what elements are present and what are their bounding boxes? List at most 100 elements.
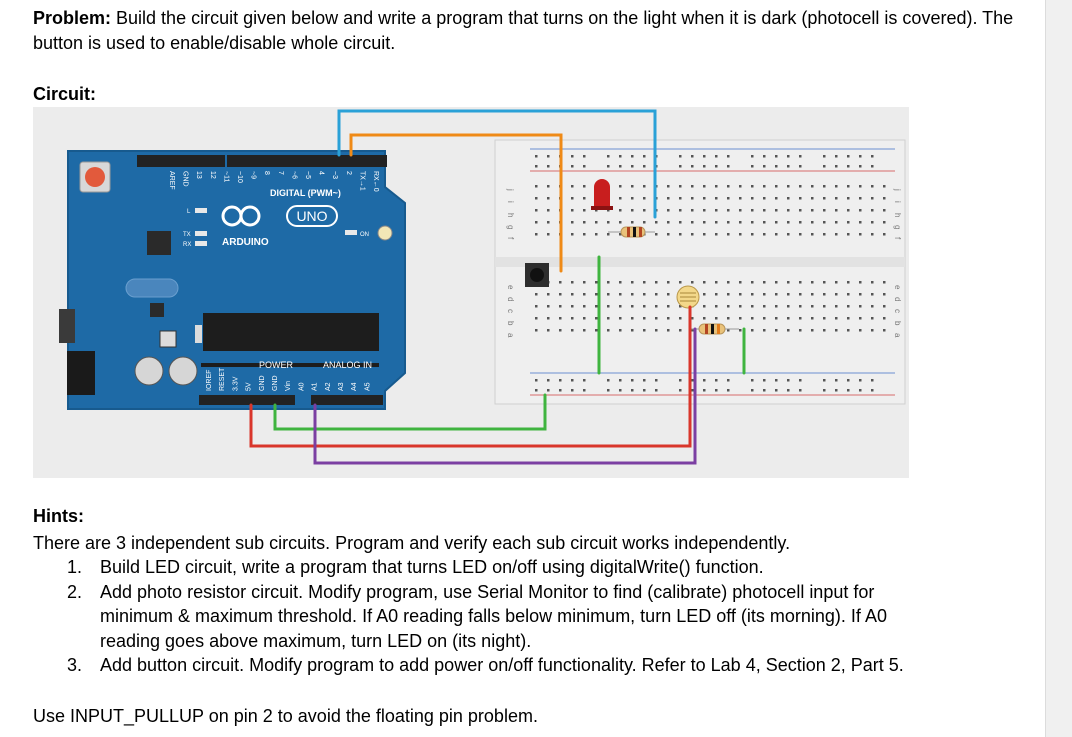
list-item: 2. Add photo resistor circuit. Modify pr… [33,580,923,654]
problem-statement: Problem: Build the circuit given below a… [33,6,1023,56]
problem-text: Build the circuit given below and write … [33,8,1014,53]
pin-label: AREF [168,171,175,190]
arduino-logo-icon [221,205,261,227]
capacitor-2 [168,356,198,386]
on-label: ON [360,232,369,238]
row-letter: c [506,309,515,313]
pin-label: ~3 [331,171,338,179]
pin-label: ~9 [250,171,257,179]
microcontroller-chip [203,313,379,351]
pin-label: 12 [209,171,216,179]
crystal-oscillator [125,278,179,298]
hint-text: Add photo resistor circuit. Modify progr… [100,581,887,651]
hint-number: 1. [67,557,83,577]
circuit-heading: Circuit: [33,84,96,104]
hint-list: 1. Build LED circuit, write a program th… [33,555,923,678]
pin-label: A1 [312,382,319,391]
row-letter: a [506,333,515,338]
row-letter: d [893,297,902,301]
pin-label: ~5 [304,171,311,179]
row-letter: h [893,213,902,217]
pin-label: 4 [318,171,325,175]
row-letter: b [506,321,515,326]
pin-label: 3.3V [232,376,239,391]
circuit-diagram: DIGITAL (PWM~) UNO ARDUINO ON L TX RX PO… [59,109,906,465]
pin-label: 2 [345,171,352,175]
problem-label: Problem: [33,8,112,28]
pin-label: 7 [277,171,284,175]
pin-label: RX←0 [372,171,379,192]
wire-red-5v [249,305,692,448]
pin-label: GND [272,375,279,391]
circuit-figure: DIGITAL (PWM~) UNO ARDUINO ON L TX RX PO… [33,107,909,478]
hints-heading: Hints: [33,506,84,526]
pin-label: ~6 [290,171,297,179]
brand-label: ARDUINO [222,237,269,248]
row-letter: f [506,237,515,240]
capacitor-1 [134,356,164,386]
wires [249,109,746,465]
row-letter: e [506,285,515,290]
model-label: UNO [296,208,327,224]
pin-label: A2 [325,382,332,391]
row-letter: i [893,201,902,203]
photoresistor [676,285,700,309]
bottom-header-power [199,395,295,405]
row-letter: g [893,225,902,229]
pushbutton [525,263,549,287]
power-jack [67,351,95,395]
wire-purple-a0 [313,327,697,465]
hint-number: 3. [67,655,83,676]
top-header-left [137,155,225,167]
hints-footer: Use INPUT_PULLUP on pin 2 to avoid the f… [33,706,538,726]
power-led [377,225,393,241]
led-l-label: L [187,209,191,215]
pin-label: GND [259,375,266,391]
pin-label: 13 [195,171,202,179]
wire-green-gnd-left [273,393,547,431]
row-letter: b [893,321,902,326]
pin-label: TX→1 [358,171,365,191]
row-letter: g [506,225,515,229]
led-tx-label: TX [183,232,191,238]
hints-intro: There are 3 independent sub circuits. Pr… [33,533,791,553]
wire-blue [337,109,657,219]
resistor-led [608,226,655,238]
pin-label: A5 [364,382,371,391]
resistor-photocell [689,323,739,335]
bottom-header-analog [311,395,383,405]
digital-header-label: DIGITAL (PWM~) [270,188,341,198]
row-letter: h [506,213,515,217]
pin-label: Vin [285,381,292,391]
pin-label: ~11 [222,171,229,182]
analog-header-label: ANALOG IN [323,360,372,370]
page-gutter [1045,0,1072,737]
row-letter: c [893,309,902,313]
wire-orange [349,133,563,273]
row-letter: j [893,188,902,191]
row-letter: i [506,201,515,203]
pin-label: IOREF [206,370,213,391]
pin-label: 8 [263,171,270,175]
hint-number: 2. [67,581,83,602]
reset-button-icon [85,167,105,187]
row-letter: e [893,285,902,290]
top-header-right [227,155,387,167]
row-letter: j [506,188,515,191]
arduino-board [59,150,406,410]
pin-label: A0 [298,382,305,391]
pin-label: A3 [338,382,345,391]
hint-text: Add button circuit. Modify program to ad… [100,655,904,676]
list-item: 1. Build LED circuit, write a program th… [33,555,923,580]
row-letter: f [893,237,902,240]
hint-text: Build LED circuit, write a program that … [100,557,764,577]
pin-label: A4 [351,382,358,391]
led-rx-label: RX [183,242,191,248]
usb-chip [147,231,171,255]
pin-label: 5V [246,382,253,391]
pin-label: RESET [219,367,226,391]
pin-label: GND [182,171,189,187]
row-letter: a [893,333,902,338]
power-header-label: POWER [259,360,294,370]
